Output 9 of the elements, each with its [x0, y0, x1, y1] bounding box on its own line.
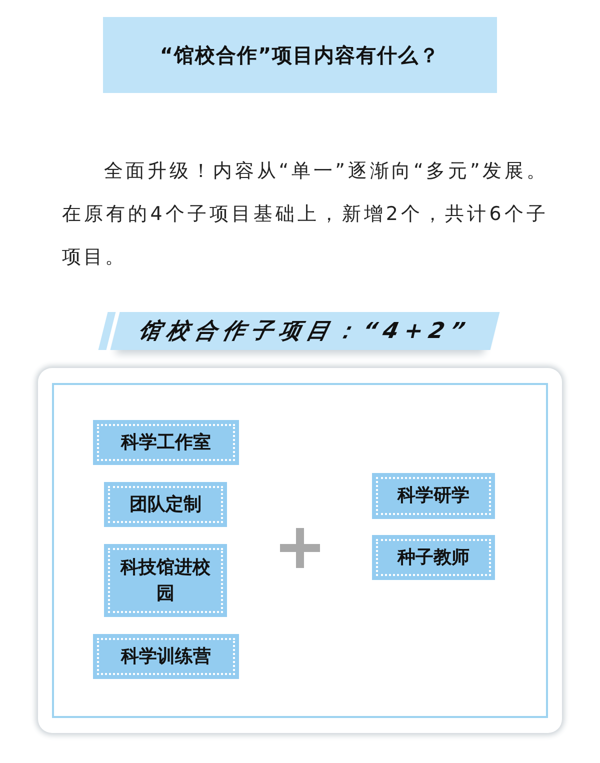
section-banner: 馆校合作子项目：“4+2” [110, 312, 500, 350]
title-box: “馆校合作”项目内容有什么？ [103, 17, 497, 93]
paragraph: 全面升级！内容从“单一”逐渐向“多元”发展。在原有的4个子项目基础上，新增2个，共计6个子项目。 [62, 159, 548, 270]
project-box: 科学工作室 [93, 420, 239, 465]
project-box: 种子教师 [372, 535, 495, 580]
project-box: 科学训练营 [93, 634, 239, 679]
project-box: 科学研学 [372, 473, 495, 519]
project-box: 科技馆进校园 [104, 544, 227, 617]
project-box: 团队定制 [104, 482, 227, 527]
